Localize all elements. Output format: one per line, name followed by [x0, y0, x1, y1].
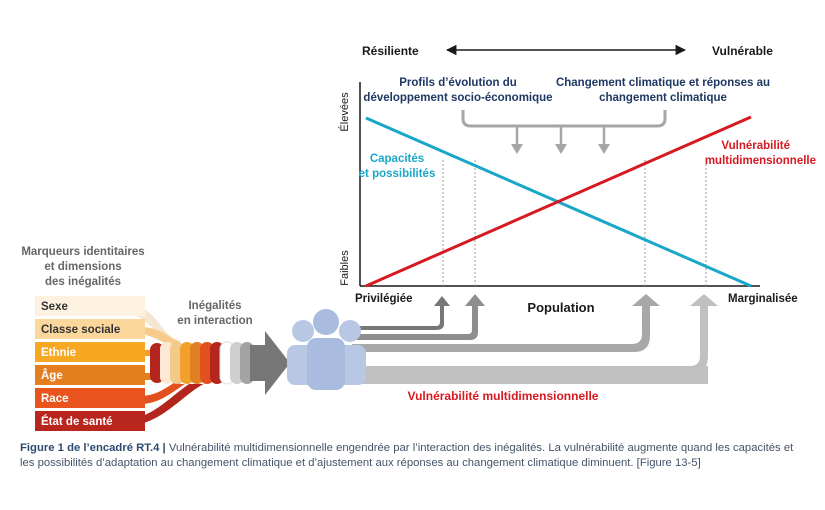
markers-title-line3: des inégalités: [45, 276, 121, 288]
interaction-label-line2: en interaction: [177, 315, 252, 327]
capacities-label-line2: et possibilités: [359, 168, 436, 180]
marker-box-race: [35, 388, 145, 408]
vulnerability-label-line2: multidimensionnelle: [705, 155, 816, 167]
markers-title-line1: Marqueurs identitaires: [21, 246, 144, 258]
y-axis-low-label: Faibles: [339, 250, 351, 286]
factors-brace: [461, 110, 667, 128]
population-flows: [352, 294, 718, 384]
marker-label-sex: Sexe: [41, 301, 68, 313]
marker-boxes: Sexe Classe sociale Ethnie Âge Race État…: [35, 296, 145, 431]
interaction-arrow: [150, 331, 290, 395]
x-axis-privileged-label: Privilégiée: [355, 293, 413, 305]
capacities-label-line1: Capacités: [370, 153, 424, 165]
marker-box-ethnicity: [35, 342, 145, 362]
resilient-label: Résiliente: [362, 44, 419, 58]
caption-label: Figure 1 de l’encadré RT.4 |: [20, 442, 166, 454]
people-icon: [287, 309, 366, 390]
interaction-label-line1: Inégalités: [188, 300, 241, 312]
marker-box-age: [35, 365, 145, 385]
factor-climate-line1: Changement climatique et réponses au: [556, 77, 770, 89]
guide-lines: [442, 160, 707, 286]
vulnerable-label: Vulnérable: [712, 44, 773, 58]
marker-box-sex: [35, 296, 145, 316]
vulnerability-label-line1: Vulnérabilité: [721, 140, 790, 152]
marker-label-race: Race: [41, 393, 69, 405]
x-axis-marginalized-label: Marginalisée: [728, 293, 798, 305]
marker-box-health: [35, 411, 145, 431]
factor-down-arrows: [511, 126, 610, 154]
figure-caption: Figure 1 de l’encadré RT.4 | Vulnérabili…: [20, 441, 810, 471]
caption-text: Vulnérabilité multidimensionnelle engend…: [20, 442, 794, 469]
x-axis-population-label: Population: [527, 300, 594, 315]
marker-box-social-class: [35, 319, 145, 339]
factor-socioeconomic-line2: développement socio-économique: [363, 92, 552, 104]
marker-label-age: Âge: [41, 369, 63, 382]
factor-climate-line2: changement climatique: [599, 92, 727, 104]
marker-label-health: État de santé: [41, 415, 113, 428]
bottom-vulnerability-label: Vulnérabilité multidimensionnelle: [408, 389, 599, 403]
y-axis-high-label: Élevées: [338, 92, 351, 132]
vulnerability-line: [365, 115, 752, 288]
markers-title-line2: et dimensions: [44, 261, 121, 273]
factor-socioeconomic-line1: Profils d’évolution du: [399, 77, 517, 89]
marker-label-social-class: Classe sociale: [41, 324, 120, 336]
marker-label-ethnicity: Ethnie: [41, 347, 76, 359]
